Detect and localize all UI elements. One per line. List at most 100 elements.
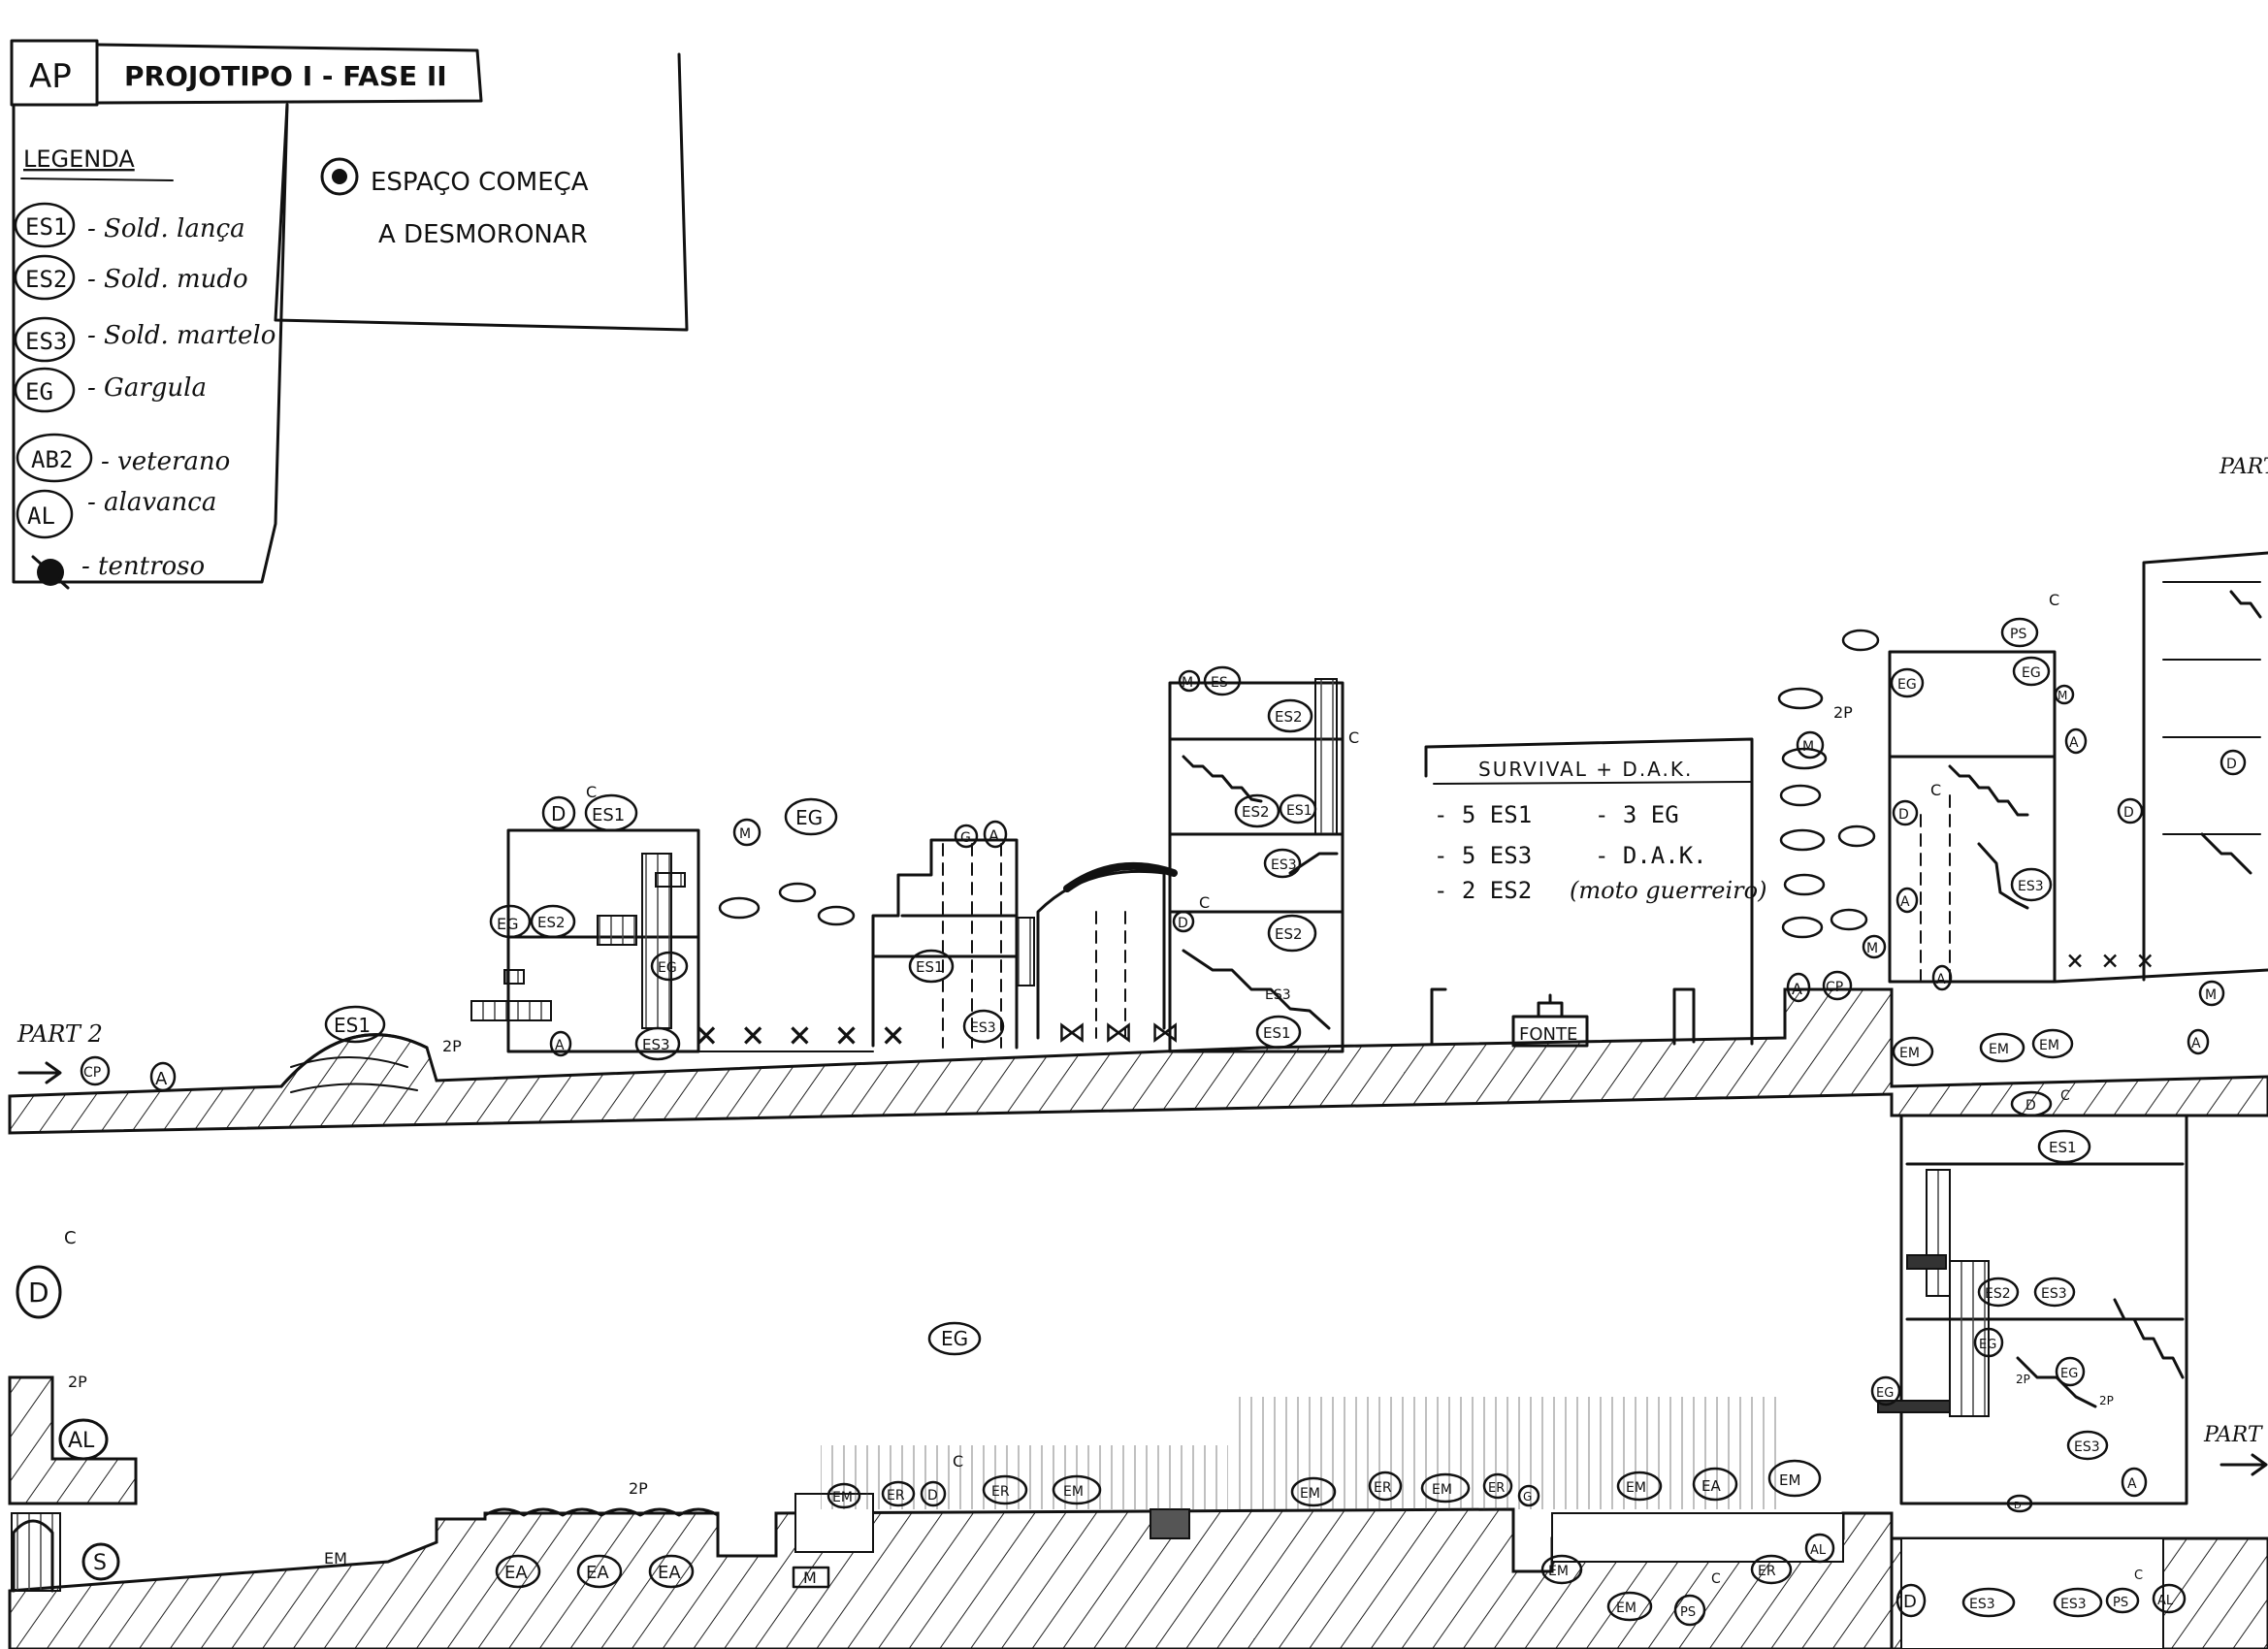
marker: D <box>2119 799 2142 823</box>
marker: M <box>2200 982 2223 1005</box>
marker: A <box>985 822 1006 847</box>
marker-code: 2P <box>68 1373 87 1391</box>
marker: AL <box>60 1420 107 1459</box>
marker-code: A <box>1792 980 1802 998</box>
marker: D <box>17 1267 60 1317</box>
building-6 <box>1878 1116 2187 1504</box>
marker-code: EG <box>2022 665 2041 681</box>
legend-item: AB2 - veterano <box>17 435 230 481</box>
legend-item: EG - Gargula <box>16 369 207 411</box>
note-line-2: A DESMORONAR <box>378 220 588 249</box>
marker-code: C <box>1199 893 1210 912</box>
marker-code: ER <box>1374 1480 1392 1496</box>
marker-code: AL <box>1810 1543 1827 1558</box>
marker-code: EG <box>658 960 677 976</box>
marker-code: M <box>2205 987 2217 1003</box>
legend-item-code: ES3 <box>25 328 67 355</box>
marker: ES1 <box>586 795 636 830</box>
marker-code: EG <box>1979 1338 1996 1352</box>
building-2: ⋈ ⋈ ⋈ <box>873 840 1180 1050</box>
marker-code: A <box>2191 1036 2201 1051</box>
marker-code: EA <box>1701 1477 1721 1495</box>
marker: ES2 <box>1979 1278 2018 1306</box>
marker-code: M <box>803 1568 817 1587</box>
legend-item-code: ES2 <box>25 266 67 293</box>
marker-code: ES1 <box>334 1014 371 1037</box>
marker-code: 2P <box>2099 1394 2114 1407</box>
marker-code: EM <box>1432 1482 1452 1498</box>
marker: 2P <box>442 1037 462 1055</box>
marker: ES3 <box>964 1011 1003 1042</box>
marker-code: EM <box>832 1490 853 1505</box>
lower-ground <box>10 1377 2268 1649</box>
legend-item-code: EG <box>25 378 53 405</box>
cloud-column <box>1779 630 1878 937</box>
legend-item-label: - Gargula <box>87 373 207 403</box>
marker: ES3 <box>2012 869 2051 900</box>
marker: EM <box>324 1549 347 1568</box>
marker-code: PS <box>2113 1596 2128 1610</box>
part-label-upper-right: PART 3 <box>2219 455 2268 479</box>
marker: D <box>543 797 574 828</box>
marker-code: EA <box>586 1563 609 1583</box>
marker: CP <box>81 1057 109 1084</box>
marker: A <box>551 1032 570 1055</box>
marker: 2P <box>629 1479 648 1498</box>
marker-code: EG <box>497 915 519 933</box>
marker-code: EA <box>658 1563 681 1583</box>
header-box: AP PROJOTIPO I - FASE II <box>12 41 481 105</box>
marker-code: ES1 <box>1286 803 1312 819</box>
survival-left-2: - 5 ES3 <box>1434 842 1532 869</box>
legend-item-code: ES1 <box>25 213 67 241</box>
marker: C <box>2049 591 2059 609</box>
marker-code: EG <box>941 1327 968 1350</box>
marker: M <box>734 820 760 845</box>
marker-code: PS <box>1680 1605 1696 1620</box>
marker-code: CP <box>83 1065 101 1081</box>
survival-right-3: (moto guerreiro) <box>1570 877 1766 904</box>
marker-code: ES3 <box>642 1036 670 1053</box>
marker: EG <box>2014 658 2049 685</box>
marker-code: ES2 <box>537 914 566 931</box>
marker-code: D <box>551 802 566 825</box>
marker: C <box>953 1452 963 1471</box>
survival-right-2: - D.A.K. <box>1595 842 1707 869</box>
marker: M <box>2056 686 2073 703</box>
marker: C <box>2060 1088 2070 1104</box>
marker: ES <box>1205 667 1240 695</box>
marker-code: D <box>2123 805 2134 821</box>
marker-code: ER <box>1758 1564 1776 1579</box>
legend-item: ES2 - Sold. mudo <box>16 256 248 299</box>
marker: C <box>64 1228 77 1248</box>
marker-code: 2P <box>442 1037 462 1055</box>
marker-code: AL <box>2157 1594 2174 1608</box>
marker: EM <box>2033 1030 2072 1057</box>
marker-code: D <box>28 1277 49 1309</box>
marker: C <box>1711 1571 1721 1587</box>
marker: A <box>151 1063 175 1090</box>
marker-code: ES3 <box>2060 1597 2087 1612</box>
marker: D <box>1174 912 1193 931</box>
legend-title: LEGENDA <box>23 146 135 173</box>
marker-code: ES <box>1211 675 1228 691</box>
marker: A <box>2188 1030 2208 1053</box>
building-5 <box>2144 553 2268 980</box>
marker-code: C <box>64 1228 77 1248</box>
marker: ES2 <box>1269 916 1315 951</box>
marker-code: M <box>1802 739 1814 755</box>
note-line-1: ESPAÇO COMEÇA <box>371 168 589 197</box>
marker-code: C <box>1711 1571 1721 1587</box>
marker-code: S <box>93 1551 107 1575</box>
marker-code: M <box>1866 941 1878 956</box>
marker: D <box>1894 801 1917 824</box>
marker: ES2 <box>1269 700 1312 731</box>
survival-title: SURVIVAL + D.A.K. <box>1478 758 1693 781</box>
marker: A <box>2122 1469 2146 1496</box>
fonte-label: FONTE <box>1519 1024 1577 1045</box>
marker: G <box>956 825 977 847</box>
header-title: PROJOTIPO I - FASE II <box>124 60 447 92</box>
marker: 2P <box>68 1373 87 1391</box>
legend-item-code: AL <box>27 502 55 530</box>
marker-code: ES3 <box>1271 857 1297 873</box>
marker: 2P <box>1833 703 1853 722</box>
